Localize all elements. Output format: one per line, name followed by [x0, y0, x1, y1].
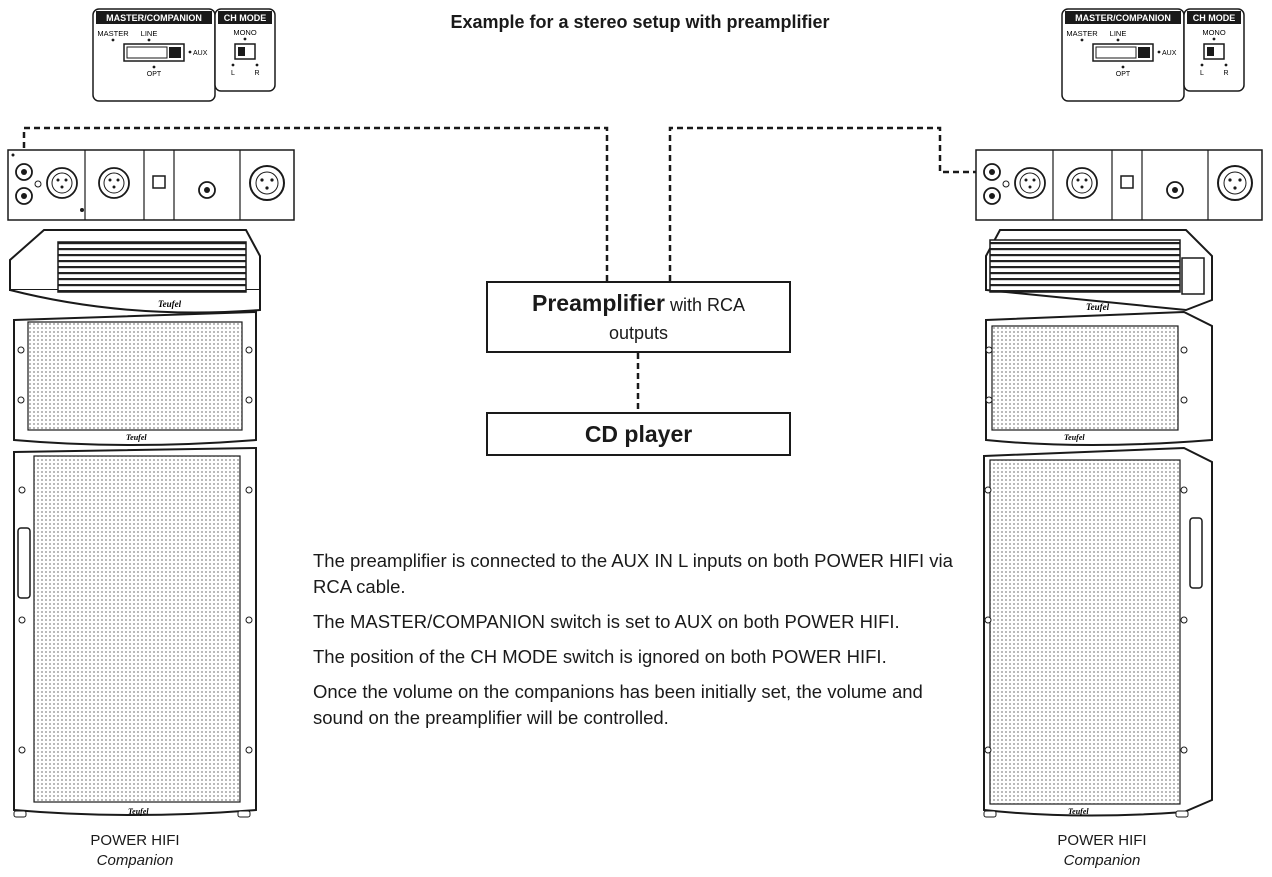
left-switch-panel: MASTER/COMPANION MASTER LINE AUX OPT CH …: [92, 8, 276, 102]
r-label: R: [254, 70, 259, 77]
cable-left: [22, 126, 609, 281]
line-label: LINE: [1110, 29, 1127, 38]
mono-label: MONO: [1202, 28, 1225, 37]
aux-label: AUX: [1162, 50, 1177, 57]
description-paragraph: Once the volume on the companions has be…: [313, 681, 923, 728]
speaker-variant: Companion: [96, 852, 174, 869]
master-companion-title: MASTER/COMPANION: [1075, 13, 1171, 23]
preamplifier-name: Preamplifier: [532, 290, 665, 316]
speaker-model: POWER HIFI: [1057, 832, 1147, 849]
r-label: R: [1223, 70, 1228, 77]
brand-logo: Teufel: [158, 299, 182, 309]
left-speaker-caption: POWER HIFI Companion: [35, 831, 235, 871]
master-companion-title: MASTER/COMPANION: [106, 13, 202, 23]
l-label: L: [1200, 70, 1204, 77]
left-speaker: Teufel Teufel Teufel: [7, 149, 295, 818]
speaker-model: POWER HIFI: [90, 832, 180, 849]
connector-panel: [975, 149, 1263, 221]
brand-logo: Teufel: [1086, 302, 1110, 312]
ch-mode-title: CH MODE: [1193, 13, 1236, 23]
brand-logo: Teufel: [1064, 433, 1085, 442]
speaker-variant: Companion: [1063, 852, 1141, 869]
description: The preamplifier is connected to the AUX…: [313, 548, 953, 740]
right-speaker: Teufel Teufel Teufel: [975, 149, 1263, 818]
rca-cables: [22, 126, 985, 412]
aux-label: AUX: [193, 50, 208, 57]
master-label: MASTER: [97, 29, 129, 38]
brand-logo: Teufel: [128, 807, 149, 816]
opt-label: OPT: [147, 71, 162, 78]
line-label: LINE: [141, 29, 158, 38]
brand-logo: Teufel: [126, 433, 147, 442]
right-switch-panel: MASTER/COMPANION MASTER LINE AUX OPT CH …: [1061, 8, 1245, 102]
description-paragraph: The preamplifier is connected to the AUX…: [313, 550, 953, 597]
diagram-heading: Example for a stereo setup with preampli…: [450, 12, 830, 32]
brand-logo: Teufel: [1068, 807, 1089, 816]
preamplifier-suffix: with RCA: [669, 295, 745, 315]
master-label: MASTER: [1066, 29, 1098, 38]
right-speaker-caption: POWER HIFI Companion: [1002, 831, 1202, 871]
mono-label: MONO: [233, 28, 256, 37]
cd-player-box: CD player: [486, 412, 791, 456]
preamplifier-outputs: outputs: [608, 323, 669, 343]
opt-label: OPT: [1116, 71, 1131, 78]
connector-panel: [7, 149, 295, 221]
description-paragraph: The position of the CH MODE switch is ig…: [313, 646, 887, 667]
preamplifier-box: Preamplifier with RCA outputs: [486, 281, 791, 353]
ch-mode-title: CH MODE: [224, 13, 267, 23]
description-paragraph: The MASTER/COMPANION switch is set to AU…: [313, 611, 900, 632]
l-label: L: [231, 70, 235, 77]
cable-right: [668, 126, 985, 281]
